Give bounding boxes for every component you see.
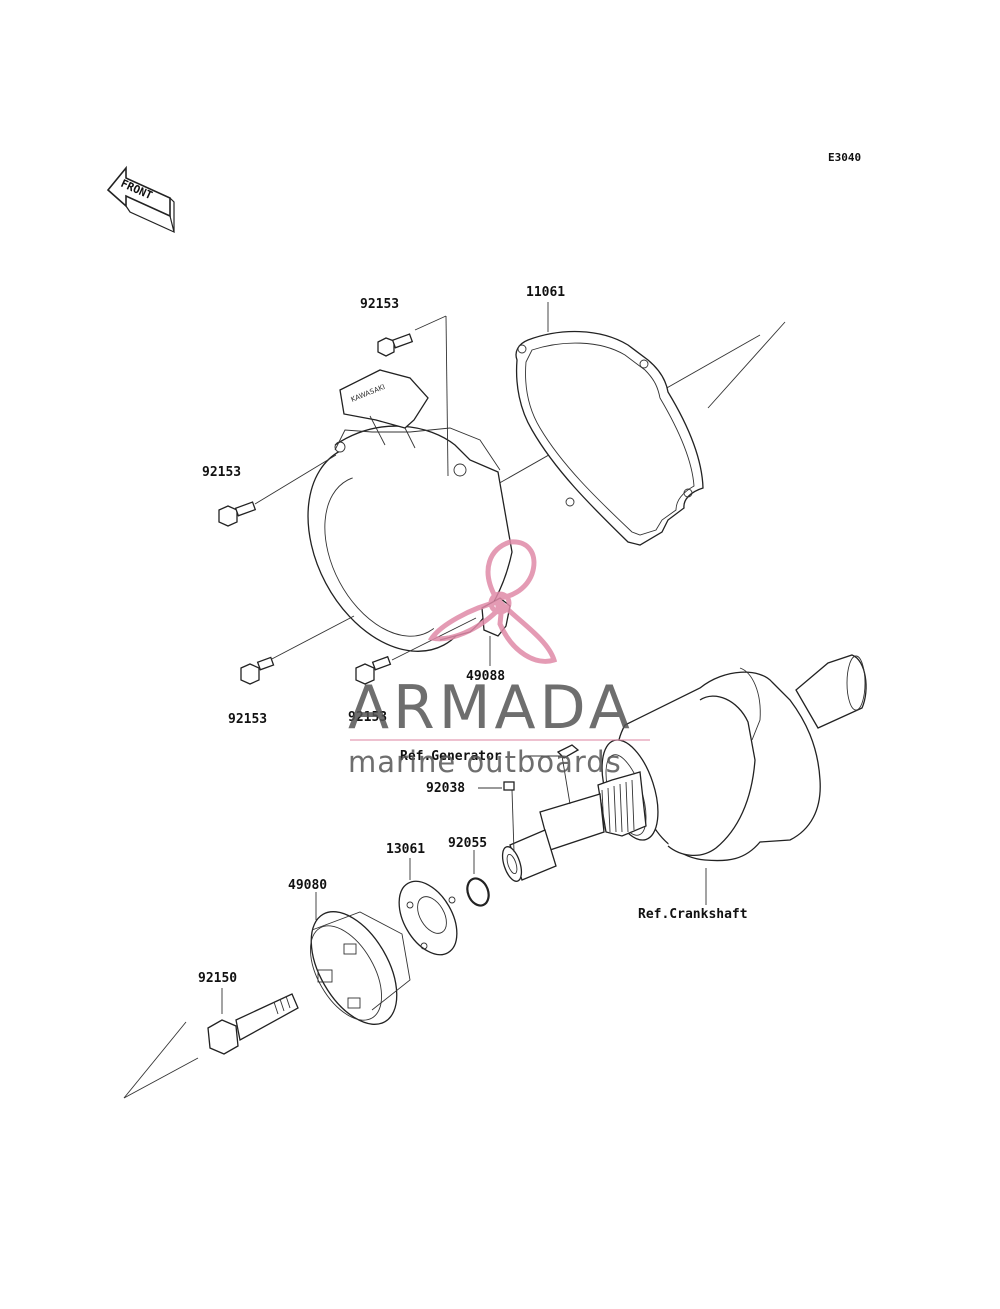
recoil-hub-label: 49088: [466, 669, 505, 684]
o-ring-part: [466, 877, 490, 907]
front-arrow-icon: FRONT: [106, 165, 175, 234]
bolt-bottom-mid-label: 92153: [348, 710, 387, 725]
bolt-bottom-left-part: [240, 656, 275, 685]
bolt-top-label: 92153: [360, 297, 399, 312]
gasket-label: 11061: [526, 285, 565, 300]
bolt-top-line2: [445, 315, 449, 477]
key-part: [503, 781, 515, 791]
bolt-left-label: 92153: [202, 465, 241, 480]
ref-crankshaft-label: Ref.Crankshaft: [638, 907, 748, 922]
o-ring-label: 92055: [448, 836, 487, 851]
bolt-left-part: [218, 501, 257, 527]
ref-generator-label: Ref.Generator: [400, 749, 502, 764]
pulley-part: [398, 880, 458, 956]
ref-generator-leader2: [561, 755, 571, 805]
diagram-code: E3040: [828, 151, 861, 164]
pulley-label: 13061: [386, 842, 425, 857]
crankshaft-part: [501, 654, 867, 882]
flange-bolt-label: 92150: [198, 971, 237, 986]
bolt-bottom-left-label: 92153: [228, 712, 267, 727]
gasket-part: [515, 330, 704, 546]
watermark-subtitle: marine outboards: [348, 745, 622, 779]
watermark: ARMADA marine outboards: [348, 539, 650, 779]
propeller-logo-icon: [427, 539, 558, 664]
bolt-top-part: [377, 333, 414, 357]
bolt-top-line: [414, 315, 447, 331]
key-label: 92038: [426, 781, 465, 796]
bolt-bottom-mid-part: [355, 655, 392, 685]
front-arrow-label: FRONT: [119, 177, 155, 202]
cup-part: [309, 911, 411, 1025]
bolt-left-line: [254, 454, 337, 505]
cup-label: 49080: [288, 878, 327, 893]
key-leader2: [511, 789, 515, 853]
generator-key-shape: [556, 744, 580, 759]
flange-bolt-part: [207, 993, 299, 1055]
axis-line-lower: [123, 1057, 199, 1099]
watermark-title: ARMADA: [348, 673, 634, 743]
axis-line-upper: [707, 321, 786, 409]
axis-line-lower2: [123, 1021, 187, 1099]
recoil-starter-cover: KAWASAKI: [307, 369, 513, 652]
bolt-bl-line: [267, 615, 355, 662]
